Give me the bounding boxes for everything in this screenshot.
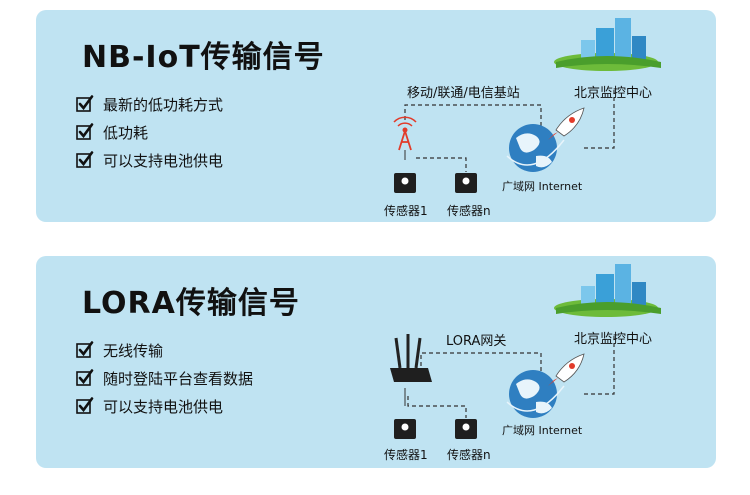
building-icon xyxy=(554,18,661,71)
nbiot-title: NB-IoT传输信号 xyxy=(82,40,325,75)
feature-text: 低功耗 xyxy=(103,123,149,142)
cell-tower-icon xyxy=(393,116,417,151)
internet-label: 广域网 Internet xyxy=(502,424,583,437)
rocket-icon xyxy=(548,353,585,386)
lora-gateway-icon xyxy=(390,334,432,382)
feature-item: 最新的低功耗方式 xyxy=(76,90,223,118)
feature-text: 随时登陆平台查看数据 xyxy=(103,369,254,388)
feature-text: 可以支持电池供电 xyxy=(103,151,224,170)
lora-feature-list: 无线传输 随时登陆平台查看数据 可以支持电池供电 xyxy=(76,336,253,420)
globe-icon xyxy=(506,370,565,418)
checkbox-checked-icon xyxy=(76,123,94,140)
monitoring-center-label: 北京监控中心 xyxy=(574,332,653,347)
sensor-1-label: 传感器1 xyxy=(384,204,428,218)
sensor-icon xyxy=(455,173,477,193)
sensor-n-label: 传感器n xyxy=(447,204,491,218)
feature-item: 可以支持电池供电 xyxy=(76,146,223,174)
checkbox-checked-icon xyxy=(76,341,94,358)
checkbox-checked-icon xyxy=(76,151,94,168)
building-icon xyxy=(554,264,661,317)
feature-item: 低功耗 xyxy=(76,118,223,146)
lora-gateway-label: LORA网关 xyxy=(446,334,507,349)
nbiot-card: NB-IoT传输信号 最新的低功耗方式 低功耗 可以支持电池供电 xyxy=(36,10,716,222)
sensor-n-label: 传感器n xyxy=(447,448,491,462)
sensor-icon xyxy=(394,388,416,439)
lora-network-diagram xyxy=(390,264,661,439)
rocket-icon xyxy=(548,107,585,140)
sensor-1-label: 传感器1 xyxy=(384,448,428,462)
sensor-icon xyxy=(455,419,477,439)
feature-item: 无线传输 xyxy=(76,336,253,364)
checkbox-checked-icon xyxy=(76,369,94,386)
internet-label: 广域网 Internet xyxy=(502,180,583,193)
lora-card: LORA传输信号 无线传输 随时登陆平台查看数据 可以支持电池供电 xyxy=(36,256,716,468)
feature-text: 无线传输 xyxy=(103,341,164,360)
nbiot-network-diagram xyxy=(393,18,661,193)
checkbox-checked-icon xyxy=(76,397,94,414)
carrier-base-station-label: 移动/联通/电信基站 xyxy=(407,86,520,101)
globe-icon xyxy=(506,124,565,172)
nbiot-feature-list: 最新的低功耗方式 低功耗 可以支持电池供电 xyxy=(76,90,223,174)
sensor-icon xyxy=(394,150,416,193)
feature-text: 最新的低功耗方式 xyxy=(103,95,224,114)
feature-item: 随时登陆平台查看数据 xyxy=(76,364,253,392)
feature-item: 可以支持电池供电 xyxy=(76,392,253,420)
checkbox-checked-icon xyxy=(76,95,94,112)
lora-title: LORA传输信号 xyxy=(82,286,300,321)
monitoring-center-label: 北京监控中心 xyxy=(574,86,653,101)
feature-text: 可以支持电池供电 xyxy=(103,397,224,416)
